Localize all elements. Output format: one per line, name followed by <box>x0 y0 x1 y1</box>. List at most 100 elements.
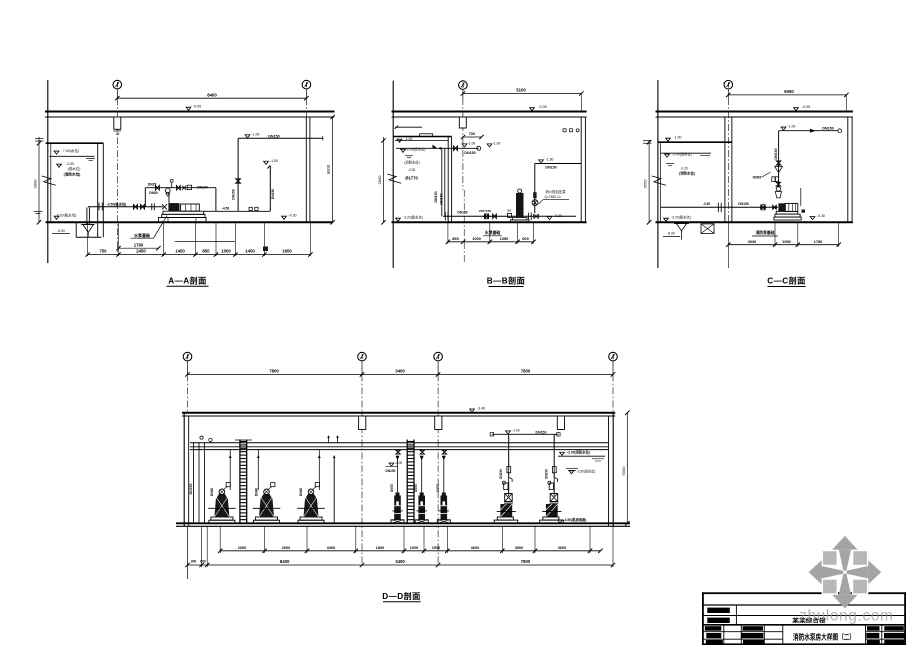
svg-text:1780: 1780 <box>814 239 823 244</box>
svg-text:3030: 3030 <box>748 239 757 244</box>
svg-text:7800: 7800 <box>521 559 531 564</box>
svg-text:DN80: DN80 <box>299 488 303 497</box>
svg-text:3400: 3400 <box>395 559 405 564</box>
svg-text:-2.50(低水位): -2.50(低水位) <box>577 468 596 473</box>
svg-text:3600: 3600 <box>558 546 566 550</box>
svg-text:-5.00: -5.00 <box>57 229 65 233</box>
svg-text:DN150: DN150 <box>544 469 548 479</box>
svg-text:-2.00: -2.00 <box>395 461 402 465</box>
svg-text:3400: 3400 <box>395 369 405 374</box>
svg-text:-1.00: -1.00 <box>512 429 520 433</box>
svg-text:29: 29 <box>116 132 120 136</box>
svg-text:-2.20: -2.20 <box>680 166 688 170</box>
svg-text:8400: 8400 <box>207 92 217 97</box>
svg-text:DN150: DN150 <box>774 148 778 159</box>
svg-text:消火栓加压泵: 消火栓加压泵 <box>545 189 566 194</box>
svg-text:5000: 5000 <box>621 466 626 476</box>
svg-text:DN150: DN150 <box>738 202 749 206</box>
svg-text:-2.00: -2.00 <box>66 162 74 166</box>
svg-text:消防泵基础: 消防泵基础 <box>756 230 775 235</box>
svg-text:-0.30: -0.30 <box>554 214 562 218</box>
svg-text:1500: 1500 <box>432 546 440 550</box>
svg-text:1450: 1450 <box>175 249 185 254</box>
svg-text:6000: 6000 <box>326 164 331 174</box>
svg-text:(低水位): (低水位) <box>68 166 81 171</box>
svg-text:DN150: DN150 <box>499 469 503 479</box>
svg-text:A—A剖面: A—A剖面 <box>168 276 206 286</box>
svg-text:-1.00: -1.00 <box>674 136 682 140</box>
svg-text:DN150: DN150 <box>440 193 444 204</box>
svg-text:DN100: DN100 <box>197 186 208 190</box>
svg-text:700: 700 <box>469 132 475 136</box>
svg-text:DN70: DN70 <box>436 484 440 492</box>
svg-text:B—B剖面: B—B剖面 <box>487 276 525 286</box>
svg-text:-1.00: -1.00 <box>405 137 413 141</box>
svg-text:250×150: 250×150 <box>479 209 491 213</box>
svg-text:300: 300 <box>191 559 197 563</box>
svg-text:DN80: DN80 <box>210 488 214 497</box>
svg-text:DN150: DN150 <box>536 431 547 435</box>
svg-text:(消防水位): (消防水位) <box>679 170 695 175</box>
svg-text:-4.50(泵房地面): -4.50(泵房地面) <box>564 517 587 522</box>
svg-text:1050: 1050 <box>782 239 791 244</box>
svg-text:DN25: DN25 <box>148 182 157 186</box>
svg-text:DN150: DN150 <box>386 469 396 473</box>
svg-text:C—C剖面: C—C剖面 <box>767 276 805 286</box>
svg-text:1000: 1000 <box>410 546 418 550</box>
svg-text:3600: 3600 <box>471 546 479 550</box>
svg-text:-1.00: -1.00 <box>493 141 501 145</box>
svg-text:2800: 2800 <box>377 175 382 185</box>
svg-text:zhulong.com: zhulong.com <box>799 608 893 625</box>
svg-text:-0.30: -0.30 <box>289 214 297 218</box>
svg-text:850: 850 <box>202 249 210 254</box>
svg-text:2000: 2000 <box>238 546 246 550</box>
svg-text:50: 50 <box>507 208 511 212</box>
svg-text:D—D剖面: D—D剖面 <box>382 591 420 601</box>
svg-text:-3.50(吸水坑): -3.50(吸水坑) <box>107 201 127 206</box>
svg-text:水泵基础: 水泵基础 <box>133 232 150 238</box>
svg-text:-1.50: -1.50 <box>546 157 554 161</box>
svg-text:-0.05: -0.05 <box>538 105 546 109</box>
svg-text:1050: 1050 <box>500 236 509 241</box>
svg-text:-3.50: -3.50 <box>703 202 710 206</box>
svg-text:DN80: DN80 <box>149 191 158 195</box>
svg-text:8400: 8400 <box>280 559 290 564</box>
svg-text:Q=7480-10: Q=7480-10 <box>544 195 560 199</box>
svg-text:-4.50: -4.50 <box>222 206 230 210</box>
svg-text:DN150: DN150 <box>434 191 438 202</box>
svg-text:-1.00: -1.00 <box>468 141 476 145</box>
svg-text:2450: 2450 <box>136 249 146 254</box>
svg-text:2000: 2000 <box>282 546 290 550</box>
svg-text:-0.05: -0.05 <box>802 105 810 109</box>
svg-text:-0.30: -0.30 <box>817 214 825 218</box>
svg-text:DN150: DN150 <box>189 484 193 495</box>
svg-text:-1.50: -1.50 <box>270 159 278 163</box>
svg-text:DN150: DN150 <box>822 127 833 131</box>
svg-text:DN150: DN150 <box>464 151 475 155</box>
svg-text:DN150: DN150 <box>457 210 467 214</box>
svg-text:DN65: DN65 <box>753 176 762 180</box>
svg-text:消防水泵房大样图（二）: 消防水泵房大样图（二） <box>793 632 855 642</box>
svg-text:1650: 1650 <box>282 249 292 254</box>
svg-text:-3.40: -3.40 <box>477 406 485 410</box>
svg-text:3500: 3500 <box>515 546 523 550</box>
svg-text:某某综合楼: 某某综合楼 <box>792 617 826 625</box>
svg-text:DN150: DN150 <box>271 189 275 200</box>
svg-text:3550: 3550 <box>643 179 648 189</box>
svg-text:-1.00: -1.00 <box>252 132 260 136</box>
svg-text:1790: 1790 <box>134 242 144 247</box>
svg-text:7800: 7800 <box>521 369 531 374</box>
svg-text:-2.00(低水位): -2.00(低水位) <box>406 147 426 152</box>
svg-text:DN70: DN70 <box>414 484 418 492</box>
svg-text:750: 750 <box>99 249 107 254</box>
svg-text:-2.00(消防水位): -2.00(消防水位) <box>567 450 590 455</box>
svg-text:850: 850 <box>452 236 459 241</box>
svg-text:5100: 5100 <box>516 88 526 93</box>
svg-text:7800: 7800 <box>269 369 279 374</box>
svg-text:-2.00: -2.00 <box>408 168 416 172</box>
svg-text:Ø1770: Ø1770 <box>405 176 418 181</box>
svg-text:-3.20(吸水坑): -3.20(吸水坑) <box>671 215 691 220</box>
svg-text:DN70: DN70 <box>390 484 394 492</box>
svg-text:600: 600 <box>522 236 529 241</box>
svg-text:水泵基础: 水泵基础 <box>484 230 501 235</box>
